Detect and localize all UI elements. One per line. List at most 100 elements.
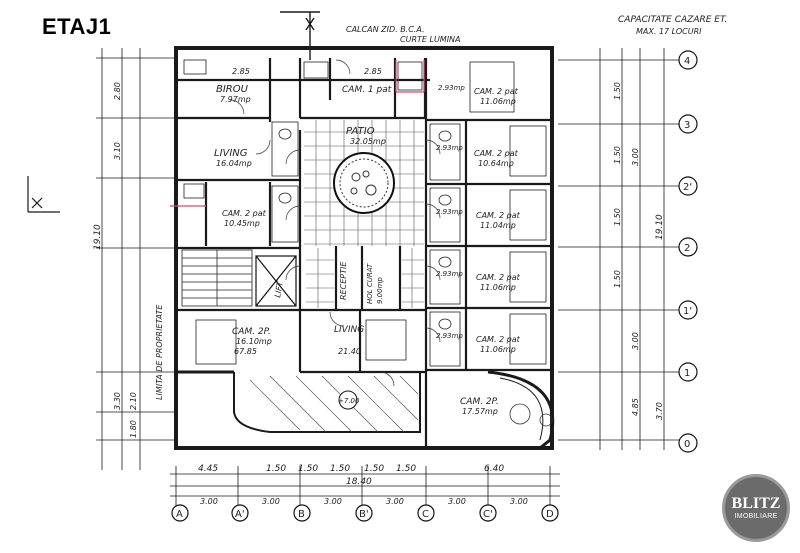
top-note-line2: CURTE LUMINA	[400, 35, 461, 44]
highlight-marks	[170, 60, 425, 207]
dim-right-7: 4.85	[631, 398, 640, 416]
dim-bottom-r3-6: 3.00	[510, 497, 528, 506]
terrace-level: +7.00	[338, 397, 360, 405]
dim-bottom-r3-2: 3.00	[262, 497, 280, 506]
axis-bottom-a: A	[176, 509, 183, 520]
upper-area-1: 2.85	[232, 67, 250, 76]
bottom-axis-markers	[171, 504, 559, 522]
room-living-top-area: 16.04mp	[216, 159, 252, 168]
bathroom-fixtures	[183, 59, 547, 367]
bath-area-3: 2.93mp	[436, 270, 463, 278]
axis-bottom-d: D	[546, 509, 554, 520]
dim-bottom-5: 1.50	[364, 464, 384, 474]
axis-bottom-cp: C'	[483, 509, 493, 520]
property-limit-label: LIMITA DE PROPRIETATE	[155, 304, 164, 400]
dim-left-1: 2.80	[113, 82, 122, 100]
room-cam-bottom-area: 16.10mp	[236, 337, 272, 346]
patio-planter	[333, 152, 395, 214]
upper-area-2: 2.85	[364, 67, 382, 76]
room-cam-left-mid-area: 10.45mp	[224, 219, 260, 228]
bath-area-1: 2.93mp	[436, 144, 463, 152]
axis-right-0: 0	[684, 439, 690, 450]
capacity-note-line2: MAX. 17 LOCURI	[636, 27, 702, 36]
dim-left-4: 2.10	[129, 392, 138, 410]
room-cam-r2-name: CAM. 2 pat	[474, 149, 519, 158]
room-cam-r3-area: 11.04mp	[480, 221, 516, 230]
dim-left-2: 3.10	[113, 142, 122, 160]
room-hol-name: HOL CURAT	[366, 263, 374, 304]
dim-bottom-total: 18.40	[346, 477, 372, 487]
staircase	[181, 249, 253, 307]
room-cam-r3-name: CAM. 2 pat	[476, 211, 521, 220]
lift-shaft	[255, 255, 297, 307]
axis-right-4: 4	[684, 56, 690, 67]
terrace	[233, 370, 555, 450]
room-patio-area: 32.05mp	[350, 137, 386, 146]
room-cam-r5-name: CAM. 2 pat	[476, 335, 521, 344]
dim-right-total: 19.10	[655, 214, 665, 240]
dim-bottom-r3-4: 3.00	[386, 497, 404, 506]
dim-right-4: 1.50	[613, 208, 622, 226]
room-patio-name: PATIO	[346, 126, 375, 137]
floor-title: ETAJ1	[42, 14, 112, 39]
bath-area-5: 2.93mp	[438, 84, 465, 92]
lift-label: LIFT	[273, 280, 285, 299]
room-cam-left-mid-name: CAM. 2 pat	[222, 209, 267, 218]
room-cam-r2-area: 10.64mp	[478, 159, 514, 168]
axis-bottom-ap: A'	[235, 509, 245, 520]
dim-bottom-7: 6.40	[484, 464, 504, 474]
dim-right-3: 1.50	[613, 146, 622, 164]
room-living-top-name: LIVING	[214, 148, 248, 159]
bath-area-2: 2.93mp	[436, 208, 463, 216]
dim-bottom-2: 1.50	[266, 464, 286, 474]
room-cam-bottom-name: CAM. 2P.	[232, 327, 271, 337]
room-birou-name: BIROU	[216, 84, 249, 95]
top-note-line1: CALCAN ZID. B.C.A.	[346, 25, 425, 34]
dim-bottom-r3-5: 3.00	[448, 497, 466, 506]
dim-bottom-1: 4.45	[198, 464, 218, 474]
axis-bottom-c: C	[422, 509, 429, 520]
right-dimension-lines	[558, 48, 680, 450]
room-birou-area: 7.97mp	[220, 95, 251, 104]
axis-right-1p: 1'	[683, 306, 692, 317]
dim-bottom-r3-3: 3.00	[324, 497, 342, 506]
blitz-logo: BLITZ IMOBILIARE	[722, 474, 790, 542]
axis-right-1: 1	[684, 368, 690, 379]
room-hol-area: 9.00mp	[376, 277, 384, 304]
dim-right-5: 1.50	[613, 270, 622, 288]
axis-right-3: 3	[684, 120, 690, 131]
dim-bottom-4: 1.50	[330, 464, 350, 474]
capacity-note-line1: CAPACITATE CAZARE ET.	[618, 15, 727, 25]
dim-right-8: 3.70	[655, 402, 664, 420]
axis-bottom-b: B	[298, 509, 305, 520]
dim-right-1: 3.00	[631, 148, 640, 166]
right-axis-markers	[678, 50, 698, 453]
dim-left-total: 19.10	[93, 224, 103, 250]
axis-bottom-bp: B'	[359, 509, 369, 520]
room-cam-r1-area: 11.06mp	[480, 97, 516, 106]
section-marker-x	[27, 176, 60, 213]
room-cam-r1-name: CAM. 2 pat	[474, 87, 519, 96]
room-cam-bottom-sub-area: 67.85	[234, 347, 257, 356]
interior-walls	[176, 58, 552, 448]
dim-left-3: 3.30	[113, 392, 122, 410]
bottom-dimension-lines	[170, 466, 560, 506]
room-cam-r5-area: 11.06mp	[480, 345, 516, 354]
dim-bottom-r3-1: 3.00	[200, 497, 218, 506]
room-living-bottom-name: LIVING	[334, 325, 364, 335]
dim-right-6: 3.00	[631, 332, 640, 350]
door-swings	[229, 59, 441, 387]
left-dimension-lines	[96, 48, 176, 470]
room-receptie-name: RECEPTIE	[339, 261, 348, 300]
room-cam-corner-name: CAM. 2P.	[460, 397, 499, 407]
dim-left-5: 1.80	[129, 420, 138, 438]
axis-right-2: 2	[684, 243, 690, 254]
bath-area-4: 2.93mp	[436, 332, 463, 340]
room-cam-r4-name: CAM. 2 pat	[476, 273, 521, 282]
logo-line2: IMOBILIARE	[734, 512, 778, 520]
logo-line1: BLITZ	[731, 494, 781, 512]
axis-right-2p: 2'	[683, 182, 692, 193]
section-marker-y	[280, 11, 320, 60]
dim-bottom-6: 1.50	[396, 464, 416, 474]
